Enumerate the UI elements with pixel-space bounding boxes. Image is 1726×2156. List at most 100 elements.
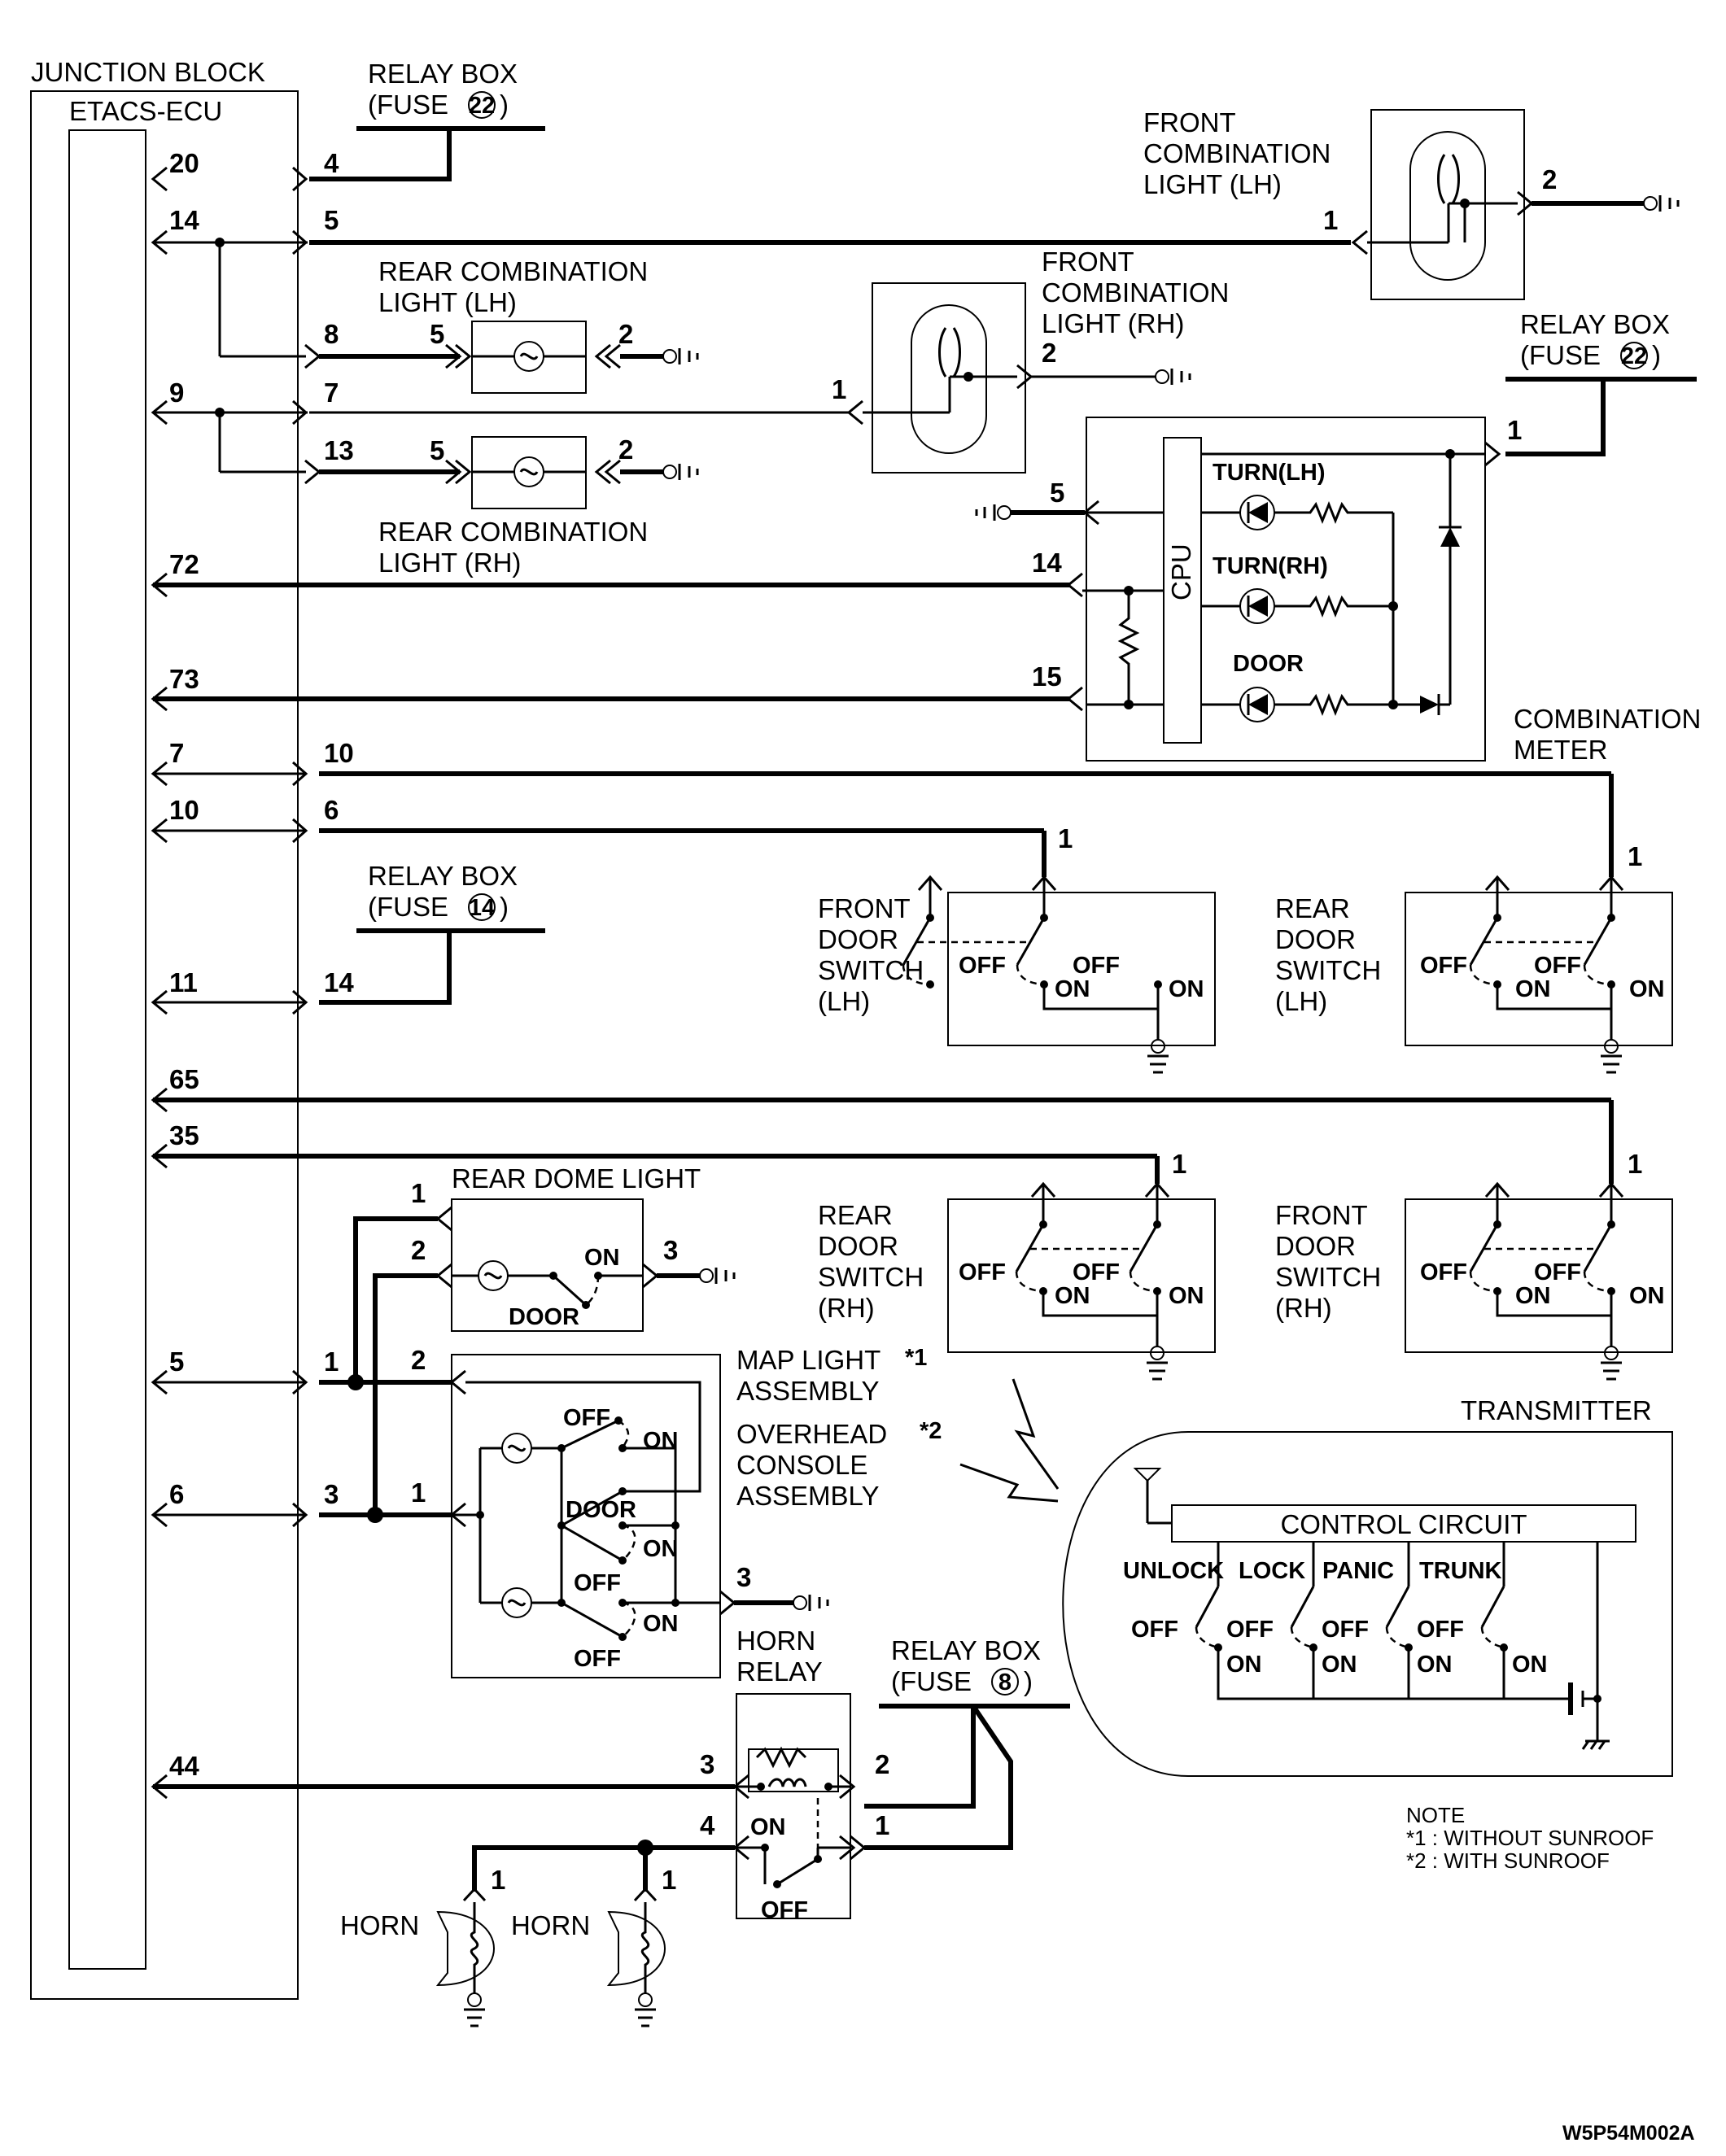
relay-box-fuse22-top: RELAY BOX (FUSE 22 )	[309, 59, 545, 181]
rear-combination-light-lh: REAR COMBINATION LIGHT (LH) 5 2	[378, 256, 699, 394]
fuse-22-number-2: 22	[1621, 343, 1647, 369]
rcl-rh-pin-2: 2	[618, 434, 633, 465]
ecu-pin-72: 72	[169, 549, 199, 579]
rcl-lh-label-2: LIGHT (LH)	[378, 287, 517, 317]
fcl-lh-label-1: FRONT	[1143, 107, 1236, 137]
rds-lh-l1: REAR	[1275, 893, 1350, 923]
junction-block-label: JUNCTION BLOCK	[31, 57, 265, 87]
map-light-l1: MAP LIGHT	[736, 1345, 880, 1375]
rcl-rh-label-2: LIGHT (RH)	[378, 548, 521, 578]
fds-lh-l2: DOOR	[818, 924, 898, 954]
fds-rh-l3: SWITCH	[1275, 1262, 1381, 1292]
fuse-label-3: (FUSE	[368, 892, 448, 922]
fuse-close-3: )	[500, 892, 509, 922]
ml-off-2: OFF	[574, 1570, 621, 1596]
fcl-rh-label-3: LIGHT (RH)	[1042, 308, 1184, 338]
fds-lh-l1: FRONT	[818, 893, 911, 923]
ml-pin-1: 1	[411, 1477, 426, 1508]
wires-65-35: 1 1	[153, 1098, 1642, 1184]
rear-dome-light-label: REAR DOME LIGHT	[452, 1163, 701, 1194]
junction-pin-labels: 4 5 8 7 13 10 6 14 1 3	[324, 148, 354, 1509]
front-combination-light-rh: FRONT COMBINATION LIGHT (RH) 2	[863, 247, 1229, 474]
rds-rh-pin-1: 1	[1172, 1149, 1186, 1179]
rds-lh-pin-1: 1	[1628, 841, 1642, 871]
tx-off-1: OFF	[1131, 1617, 1178, 1643]
jb-pin-3: 3	[324, 1479, 339, 1509]
rcl-rh-label-1: REAR COMBINATION	[378, 517, 648, 547]
fcl-lh-label-3: LIGHT (LH)	[1143, 169, 1282, 199]
overhead-l1: OVERHEAD	[736, 1419, 887, 1449]
rdl-pin-3: 3	[663, 1235, 678, 1265]
fds-lh-l3: SWITCH	[818, 955, 924, 985]
front-door-switch-lh: FRONT DOOR SWITCH (LH) OFF OFF ON ON	[818, 875, 1216, 1074]
rdl-door: DOOR	[509, 1304, 579, 1330]
fds-lh-off-2: OFF	[1073, 953, 1120, 979]
wire-front-comb-rh: 1	[153, 374, 863, 474]
fuse-close: )	[500, 89, 509, 120]
ml-on-1: ON	[643, 1428, 679, 1454]
note-title: NOTE	[1406, 1803, 1465, 1827]
interior-light-wiring	[153, 1216, 452, 1523]
rcl-rh-pin-5: 5	[430, 435, 444, 465]
control-circuit-label: CONTROL CIRCUIT	[1280, 1509, 1527, 1539]
rear-door-switch-rh: REAR DOOR SWITCH (RH) OFF OFF ON ON	[818, 1181, 1216, 1381]
fuse-22-number: 22	[469, 93, 495, 119]
transmitter: TRANSMITTER CONTROL CIRCUIT UNLOCK LOCK …	[1062, 1395, 1673, 1777]
rds-lh-on-1: ON	[1515, 976, 1551, 1002]
tx-on-2: ON	[1322, 1652, 1357, 1678]
rds-lh-on-2: ON	[1629, 976, 1665, 1002]
ml-off-1: OFF	[563, 1405, 610, 1431]
relay-box-label-3: RELAY BOX	[368, 861, 518, 891]
meter-pin-1: 1	[1507, 415, 1522, 445]
fds-rh-pin-1: 1	[1628, 1149, 1642, 1179]
rds-rh-off-2: OFF	[1073, 1259, 1120, 1285]
turn-lh-label: TURN(LH)	[1213, 460, 1326, 486]
fcl-lh-pin-2: 2	[1542, 164, 1557, 194]
fuse-8-number: 8	[998, 1669, 1012, 1696]
ecu-pin-73: 73	[169, 664, 199, 694]
horn-label-1: HORN	[340, 1910, 419, 1940]
ml-pin-3: 3	[736, 1562, 751, 1592]
horns: 1 1 HORN HORN	[340, 1840, 735, 2027]
note: NOTE *1 : WITHOUT SUNROOF *2 : WITH SUNR…	[1406, 1803, 1654, 1873]
relay-box-label-4: RELAY BOX	[891, 1635, 1041, 1665]
rds-rh-on-1: ON	[1055, 1283, 1090, 1309]
ecu-pin-10: 10	[169, 795, 199, 825]
note-2: *2 : WITH SUNROOF	[1406, 1848, 1610, 1873]
relay-box-label: RELAY BOX	[368, 59, 518, 89]
led-turn-lh	[1201, 495, 1393, 530]
cpu-label: CPU	[1166, 543, 1196, 600]
fcl-lh-pin-1: 1	[1323, 205, 1338, 235]
fds-rh-on-1: ON	[1515, 1283, 1551, 1309]
fuse-label-2: (FUSE	[1520, 340, 1601, 370]
ml-on-3: ON	[643, 1611, 679, 1637]
transmitter-label: TRANSMITTER	[1461, 1395, 1652, 1425]
ecu-pin-65: 65	[169, 1064, 199, 1094]
rear-dome-light: REAR DOME LIGHT 1 2 ON DOOR 3	[411, 1163, 736, 1332]
door-label: DOOR	[1233, 651, 1304, 677]
wireless-signal	[959, 1378, 1060, 1503]
hr-off: OFF	[761, 1897, 808, 1923]
rdl-pin-2: 2	[411, 1235, 426, 1265]
rds-rh-l4: (RH)	[818, 1293, 875, 1323]
rcl-lh-label-1: REAR COMBINATION	[378, 256, 648, 286]
jb-pin-13: 13	[324, 435, 354, 465]
fcl-rh-pin-1: 1	[832, 374, 846, 404]
horn-relay-l1: HORN	[736, 1626, 815, 1656]
map-light-assembly: MAP LIGHT ASSEMBLY *1 OVERHEAD CONSOLE A…	[411, 1345, 942, 1678]
relay-box-fuse22-right: RELAY BOX (FUSE 22 ) 1	[1505, 309, 1697, 456]
meter-pin-14: 14	[1032, 548, 1062, 578]
fds-lh-on-2: ON	[1169, 976, 1204, 1002]
rdl-on: ON	[584, 1245, 620, 1271]
overhead-l2: CONSOLE	[736, 1450, 867, 1480]
horn-relay-l2: RELAY	[736, 1656, 823, 1687]
hr-pin-2: 2	[875, 1749, 889, 1779]
fds-rh-off-1: OFF	[1420, 1259, 1467, 1285]
jb-pin-14: 14	[324, 967, 354, 997]
fcl-lh-label-2: COMBINATION	[1143, 138, 1331, 168]
fuse-close-2: )	[1652, 340, 1661, 370]
fds-lh-pin-1: 1	[1058, 823, 1073, 853]
tx-off-4: OFF	[1417, 1617, 1464, 1643]
relay-box-fuse8: RELAY BOX (FUSE 8 )	[864, 1635, 1070, 1850]
